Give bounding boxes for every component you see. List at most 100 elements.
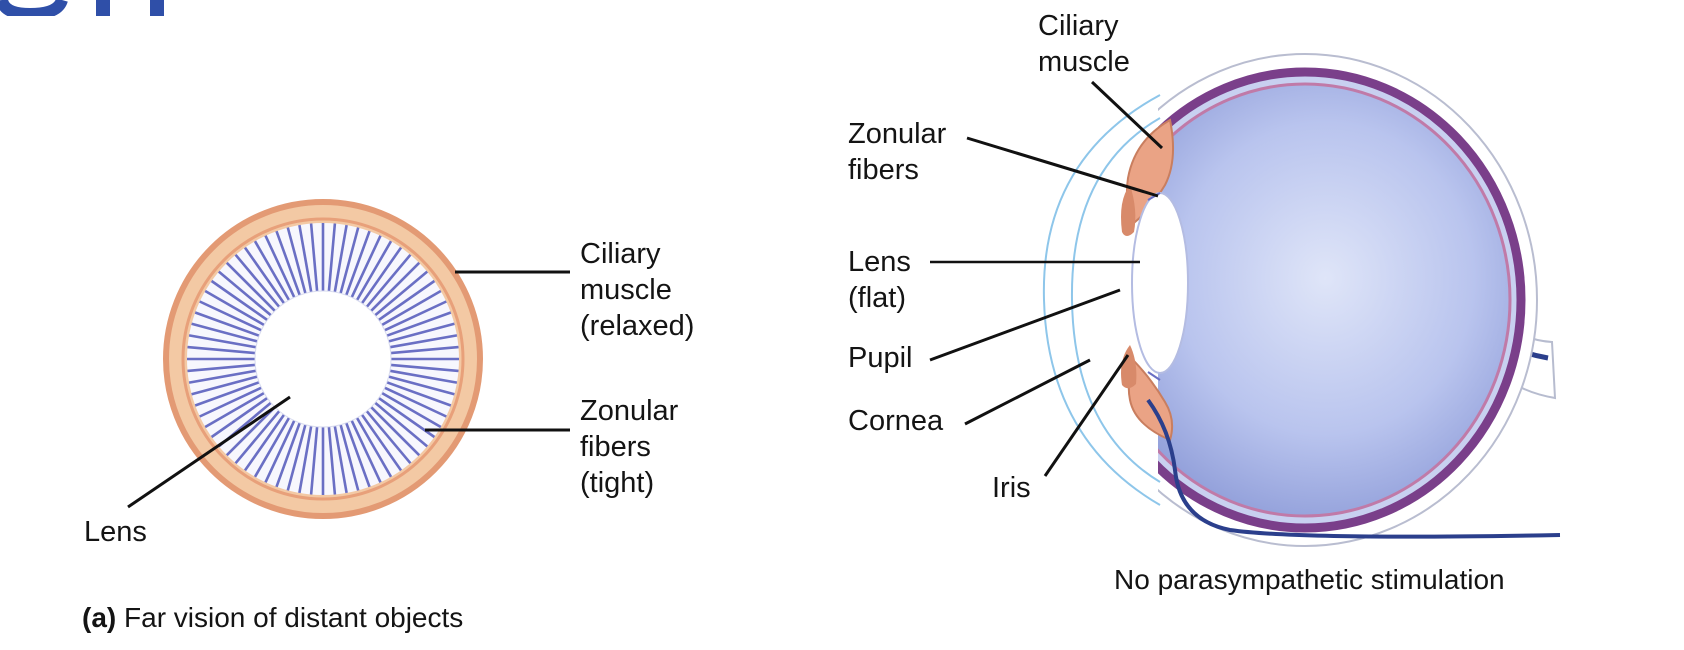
zonular-fiber bbox=[339, 227, 360, 294]
parasympathetic-nerve bbox=[1146, 398, 1561, 539]
zonular-fiber bbox=[253, 417, 291, 478]
label-line: (flat) bbox=[848, 282, 906, 314]
right-iris-leader bbox=[1043, 354, 1130, 477]
label-line: (tight) bbox=[580, 467, 655, 499]
cornea-inner bbox=[1070, 117, 1161, 483]
label-line: fibers bbox=[580, 431, 651, 463]
zonular-fiber bbox=[333, 224, 348, 293]
zonular-fiber bbox=[191, 322, 258, 343]
zonular-fiber bbox=[225, 406, 276, 457]
label-line: (relaxed) bbox=[580, 310, 695, 342]
zonular-fiber bbox=[386, 311, 452, 337]
zonular-fiber bbox=[355, 417, 393, 478]
zonular-fiber bbox=[327, 223, 337, 292]
zonular-fiber bbox=[355, 240, 393, 301]
zonular-fiber bbox=[194, 311, 260, 337]
label-line: muscle bbox=[1038, 46, 1130, 78]
ciliary-ring-figure bbox=[163, 199, 483, 519]
zonular-fiber bbox=[386, 381, 452, 407]
zonular-fiber bbox=[225, 261, 276, 312]
zonular-fiber bbox=[339, 424, 360, 491]
zonular-fiber bbox=[286, 227, 307, 294]
zonular-fiber bbox=[234, 410, 281, 465]
label-line: Ciliary bbox=[1038, 10, 1119, 42]
caption-text: Far vision of distant objects bbox=[124, 602, 464, 633]
zonular-fiber bbox=[188, 334, 257, 349]
zonular-fiber bbox=[264, 235, 296, 298]
zonular-fiber bbox=[327, 426, 337, 495]
label-right-pupil: Pupil bbox=[848, 342, 913, 374]
zonular-fiber bbox=[199, 386, 262, 418]
right-cornea-leader bbox=[964, 358, 1091, 426]
zonular-fiber bbox=[350, 235, 382, 298]
right-pupil-leader bbox=[929, 288, 1121, 362]
zonular-fiber bbox=[384, 300, 447, 332]
zonular-fiber bbox=[191, 375, 258, 396]
label-line: Zonular bbox=[580, 395, 679, 427]
zonular-fiber bbox=[194, 381, 260, 407]
zonular-fiber bbox=[187, 345, 256, 355]
zonular-fiber bbox=[253, 240, 291, 301]
zonular-fiber-bottom bbox=[1147, 371, 1161, 381]
cornea bbox=[1042, 94, 1161, 506]
zonular-fiber bbox=[374, 401, 429, 448]
zonular-fiber bbox=[217, 270, 272, 317]
zonular-fibers-radial bbox=[187, 223, 459, 495]
zonular-fiber bbox=[377, 279, 436, 322]
iris-top bbox=[1121, 185, 1136, 236]
zonular-fiber bbox=[333, 425, 348, 494]
label-right-cornea: Cornea bbox=[848, 405, 944, 437]
lens-center bbox=[254, 290, 392, 428]
lens-flat bbox=[1131, 192, 1189, 374]
zonular-fiber bbox=[381, 289, 442, 327]
zonular-fiber bbox=[188, 369, 257, 384]
zonular-fiber bbox=[390, 363, 459, 373]
zonular-fiber bbox=[389, 334, 458, 349]
zonular-fiber bbox=[388, 322, 455, 343]
zonular-fiber-top bbox=[1147, 192, 1161, 201]
zonular-fiber bbox=[390, 345, 459, 355]
zonular-fiber bbox=[360, 246, 403, 305]
zonular-fiber bbox=[370, 261, 421, 312]
cropped-title-fragment bbox=[0, 0, 164, 16]
zonular-fiber bbox=[345, 230, 371, 296]
eye-cross-section bbox=[1040, 53, 1561, 547]
zonular-fiber bbox=[234, 253, 281, 308]
lens-leader-line bbox=[127, 395, 291, 509]
iris-bottom bbox=[1121, 345, 1137, 389]
caption-letter: (a) bbox=[82, 602, 117, 633]
zonular-fiber bbox=[243, 413, 286, 472]
zonular-fiber bbox=[381, 391, 442, 429]
ciliary-ring-inner-band bbox=[181, 217, 465, 501]
label-line: Lens bbox=[848, 246, 911, 278]
right-zonular-leader bbox=[966, 136, 1159, 198]
zonular-fiber bbox=[365, 253, 412, 308]
label-right-zonular-fibers: Zonular fibers bbox=[848, 116, 946, 188]
label-line: Ciliary bbox=[580, 238, 661, 270]
label-right-ciliary-muscle: Ciliary muscle bbox=[1038, 8, 1130, 80]
zonular-fiber bbox=[275, 230, 301, 296]
zonular-fiber bbox=[384, 386, 447, 418]
zonular-fiber bbox=[309, 223, 319, 292]
label-zonular-fibers-tight: Zonular fibers (tight) bbox=[580, 393, 678, 501]
zonular-fiber bbox=[264, 420, 296, 483]
caption-right: No parasympathetic stimulation bbox=[1114, 564, 1505, 595]
label-line: fibers bbox=[848, 154, 919, 186]
label-right-lens-flat: Lens (flat) bbox=[848, 244, 911, 316]
zonular-fiber bbox=[187, 363, 256, 373]
right-ciliary-leader bbox=[1090, 80, 1164, 150]
label-line: Zonular bbox=[848, 118, 947, 150]
zonular-fiber bbox=[275, 422, 301, 488]
caption-left: (a) Far vision of distant objects bbox=[82, 601, 463, 635]
zonular-fiber bbox=[210, 279, 269, 322]
zonular-fiber bbox=[389, 369, 458, 384]
zonular-fiber bbox=[350, 420, 382, 483]
zonular-fiber bbox=[210, 396, 269, 439]
zonular-fiber bbox=[365, 410, 412, 465]
zonular-fiber bbox=[243, 246, 286, 305]
zonular-fiber bbox=[345, 422, 371, 488]
zonular-fiber bbox=[370, 406, 421, 457]
zonular-fiber bbox=[199, 300, 262, 332]
